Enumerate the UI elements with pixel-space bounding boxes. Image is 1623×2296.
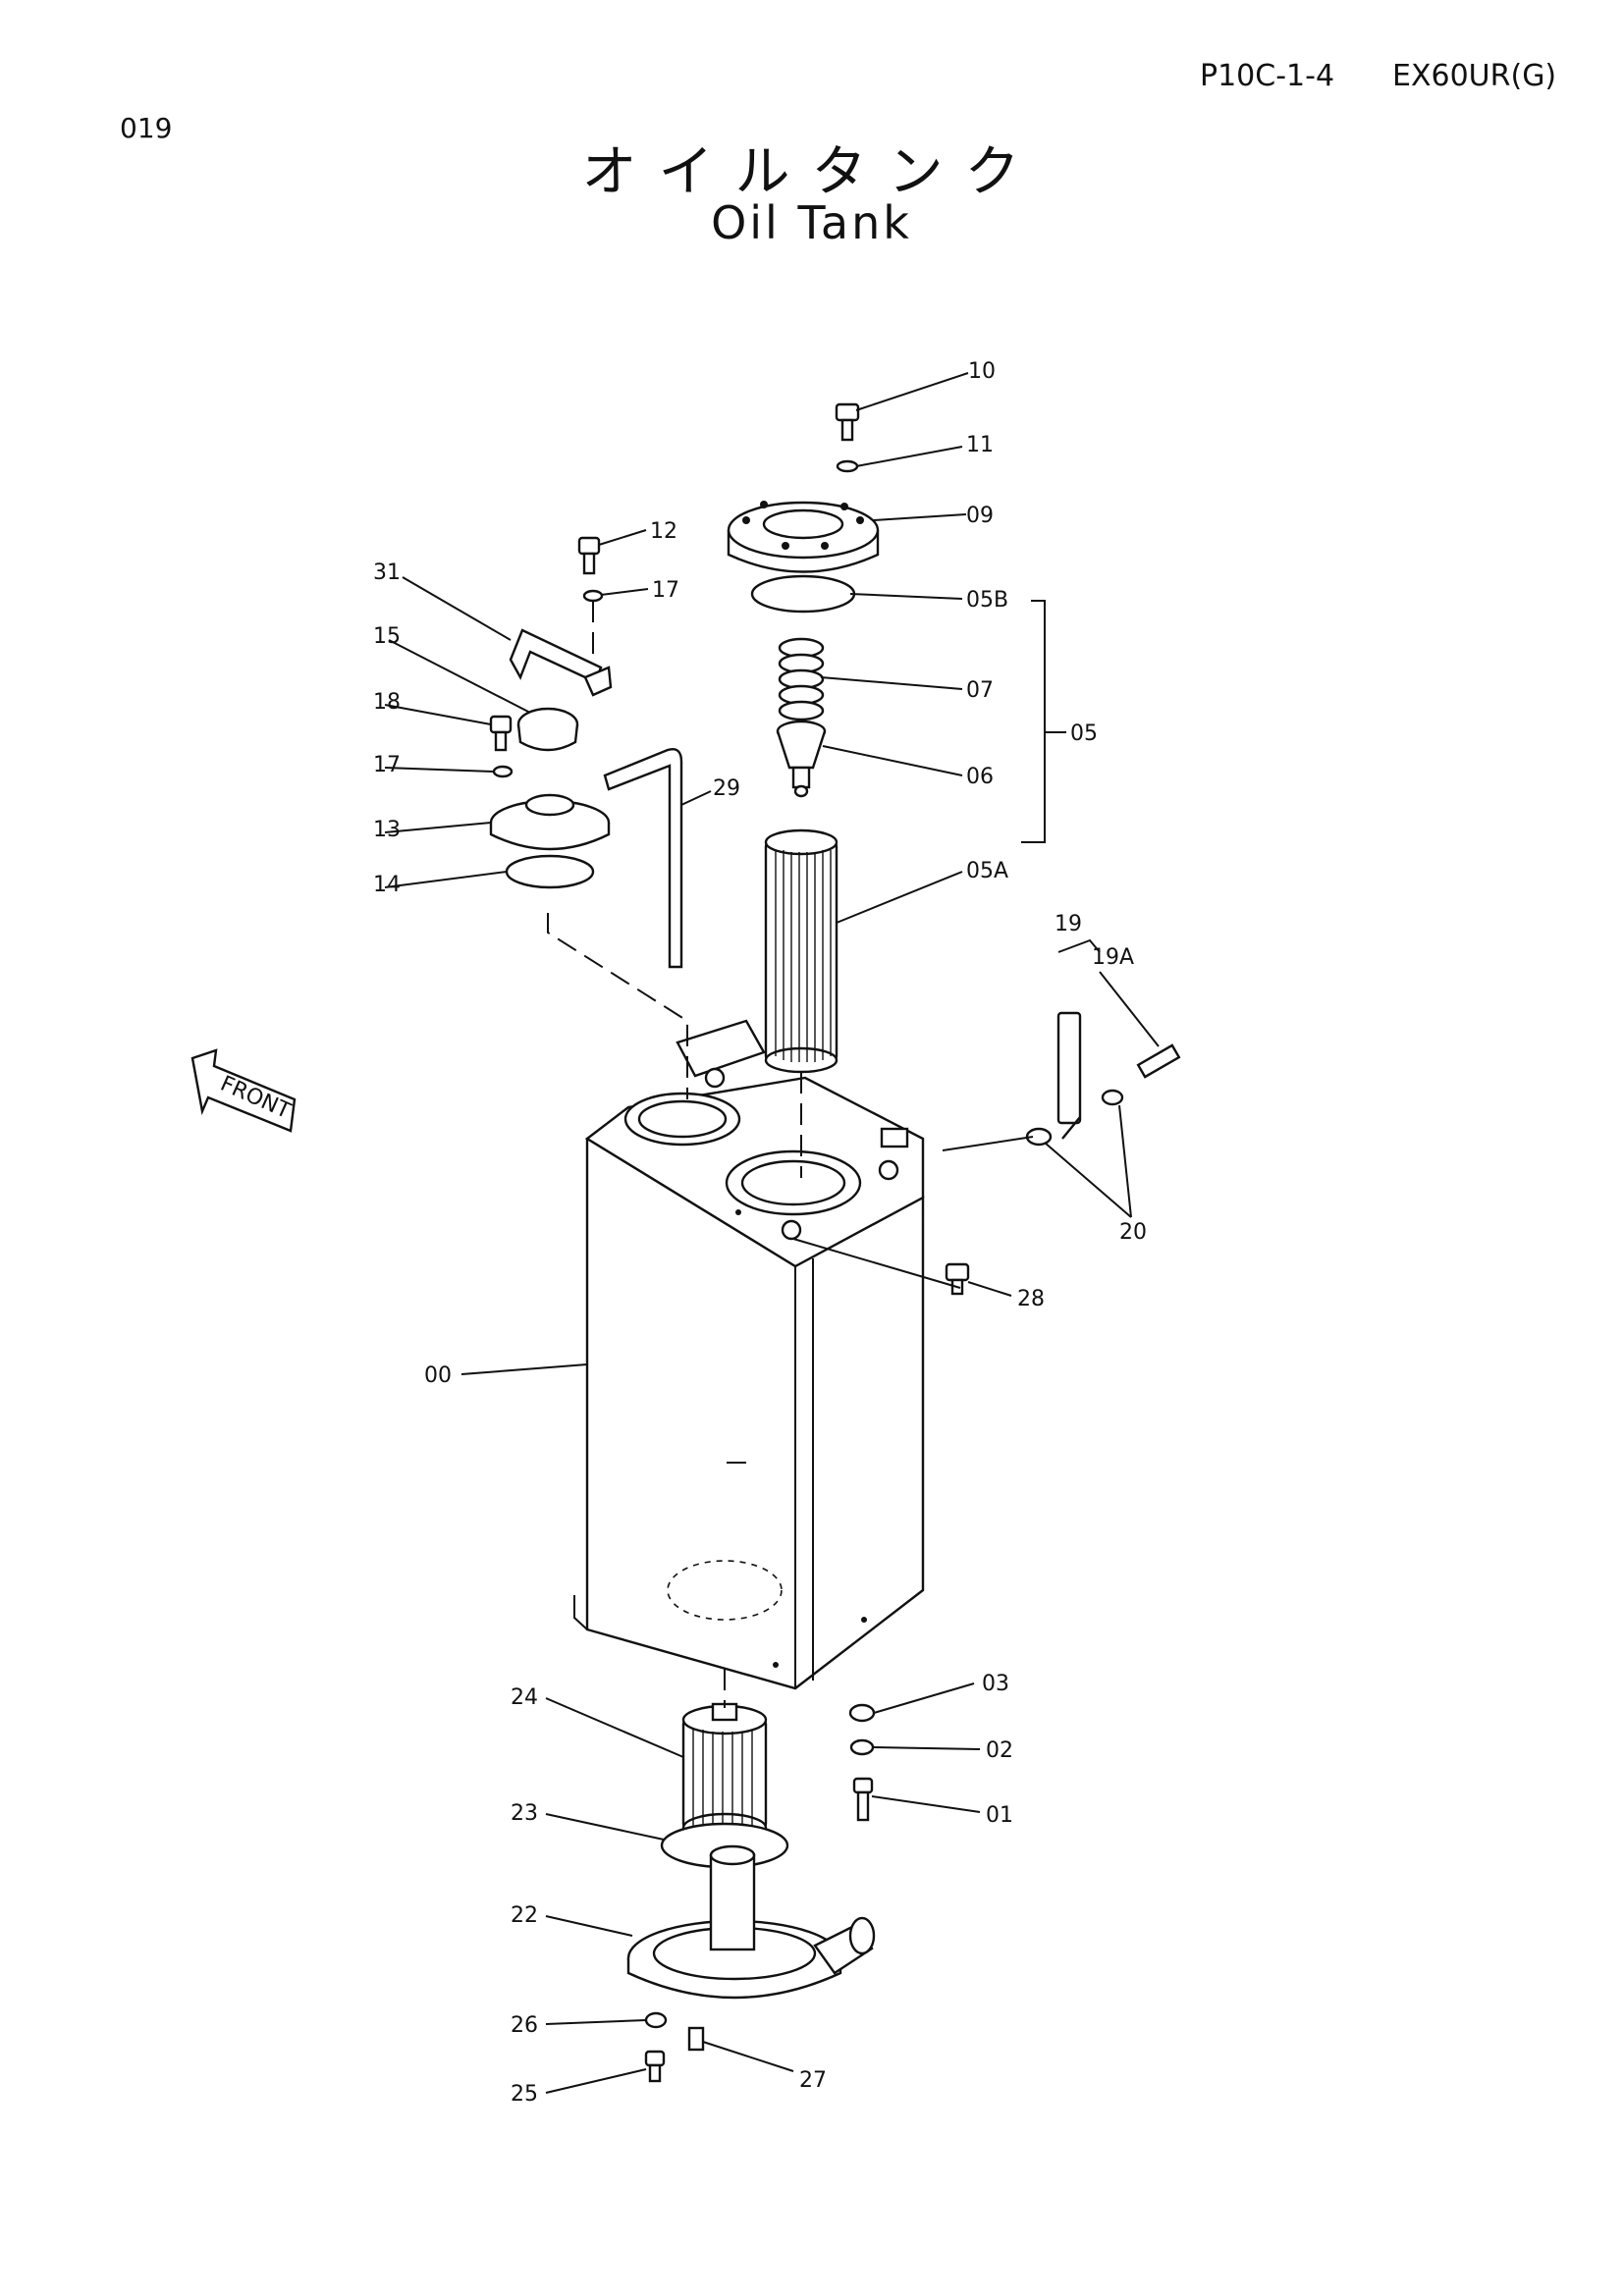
suction-strainer <box>626 1702 876 2083</box>
callout-00: 00 <box>424 1363 452 1388</box>
callout-20: 20 <box>1119 1220 1147 1245</box>
callout-07: 07 <box>966 678 994 703</box>
callout-09: 09 <box>966 504 994 528</box>
drain-hardware <box>848 1703 876 1822</box>
callout-22: 22 <box>511 1903 538 1928</box>
title-english: Oil Tank <box>711 196 912 249</box>
valve <box>776 720 827 798</box>
oil-tank-body <box>573 1019 925 1690</box>
title-japanese: オイルタンク <box>581 140 1042 204</box>
spring <box>778 637 825 721</box>
callout-19A: 19A <box>1092 945 1134 970</box>
callout-27: 27 <box>799 2068 827 2093</box>
callout-labels: 10 11 09 05B 07 05 06 05A 12 17 31 15 18… <box>373 359 1147 2107</box>
cap-assembly <box>489 536 613 889</box>
callout-02: 02 <box>986 1738 1013 1763</box>
callout-13: 13 <box>373 818 401 842</box>
callout-17-top: 17 <box>652 578 679 603</box>
model-code: EX60UR(G) <box>1392 59 1557 93</box>
callout-28: 28 <box>1017 1287 1045 1311</box>
callout-06: 06 <box>966 765 994 789</box>
callout-10: 10 <box>968 359 996 384</box>
callout-18: 18 <box>373 690 401 715</box>
leader-lines <box>384 372 1160 2094</box>
bracket-assembly <box>1025 1011 1181 1147</box>
callout-03: 03 <box>982 1672 1009 1696</box>
callout-05: 05 <box>1070 721 1098 746</box>
filter-element <box>764 828 839 1074</box>
front-direction-marker: FRONT <box>190 1048 297 1133</box>
plug-28 <box>945 1262 970 1296</box>
document-code: P10C-1-4 <box>1200 59 1335 93</box>
callout-26: 26 <box>511 2013 538 2038</box>
callout-25: 25 <box>511 2082 538 2107</box>
callout-29: 29 <box>713 776 740 801</box>
callout-01: 01 <box>986 1803 1013 1828</box>
callout-31: 31 <box>373 561 401 585</box>
callout-14: 14 <box>373 873 401 897</box>
callout-24: 24 <box>511 1685 538 1710</box>
page-number: 019 <box>120 112 173 144</box>
assembly-lines <box>547 601 1034 1708</box>
callout-15: 15 <box>373 624 401 649</box>
callout-23: 23 <box>511 1801 538 1826</box>
callout-12: 12 <box>650 519 677 544</box>
callout-17-bottom: 17 <box>373 753 401 777</box>
gasket-and-cover <box>727 501 880 614</box>
callout-19: 19 <box>1055 912 1082 936</box>
bolt-10 <box>835 402 860 473</box>
callout-11: 11 <box>966 433 994 457</box>
callout-05B: 05B <box>966 588 1008 613</box>
breather-pipe <box>603 748 683 969</box>
callout-05A: 05A <box>966 859 1008 883</box>
